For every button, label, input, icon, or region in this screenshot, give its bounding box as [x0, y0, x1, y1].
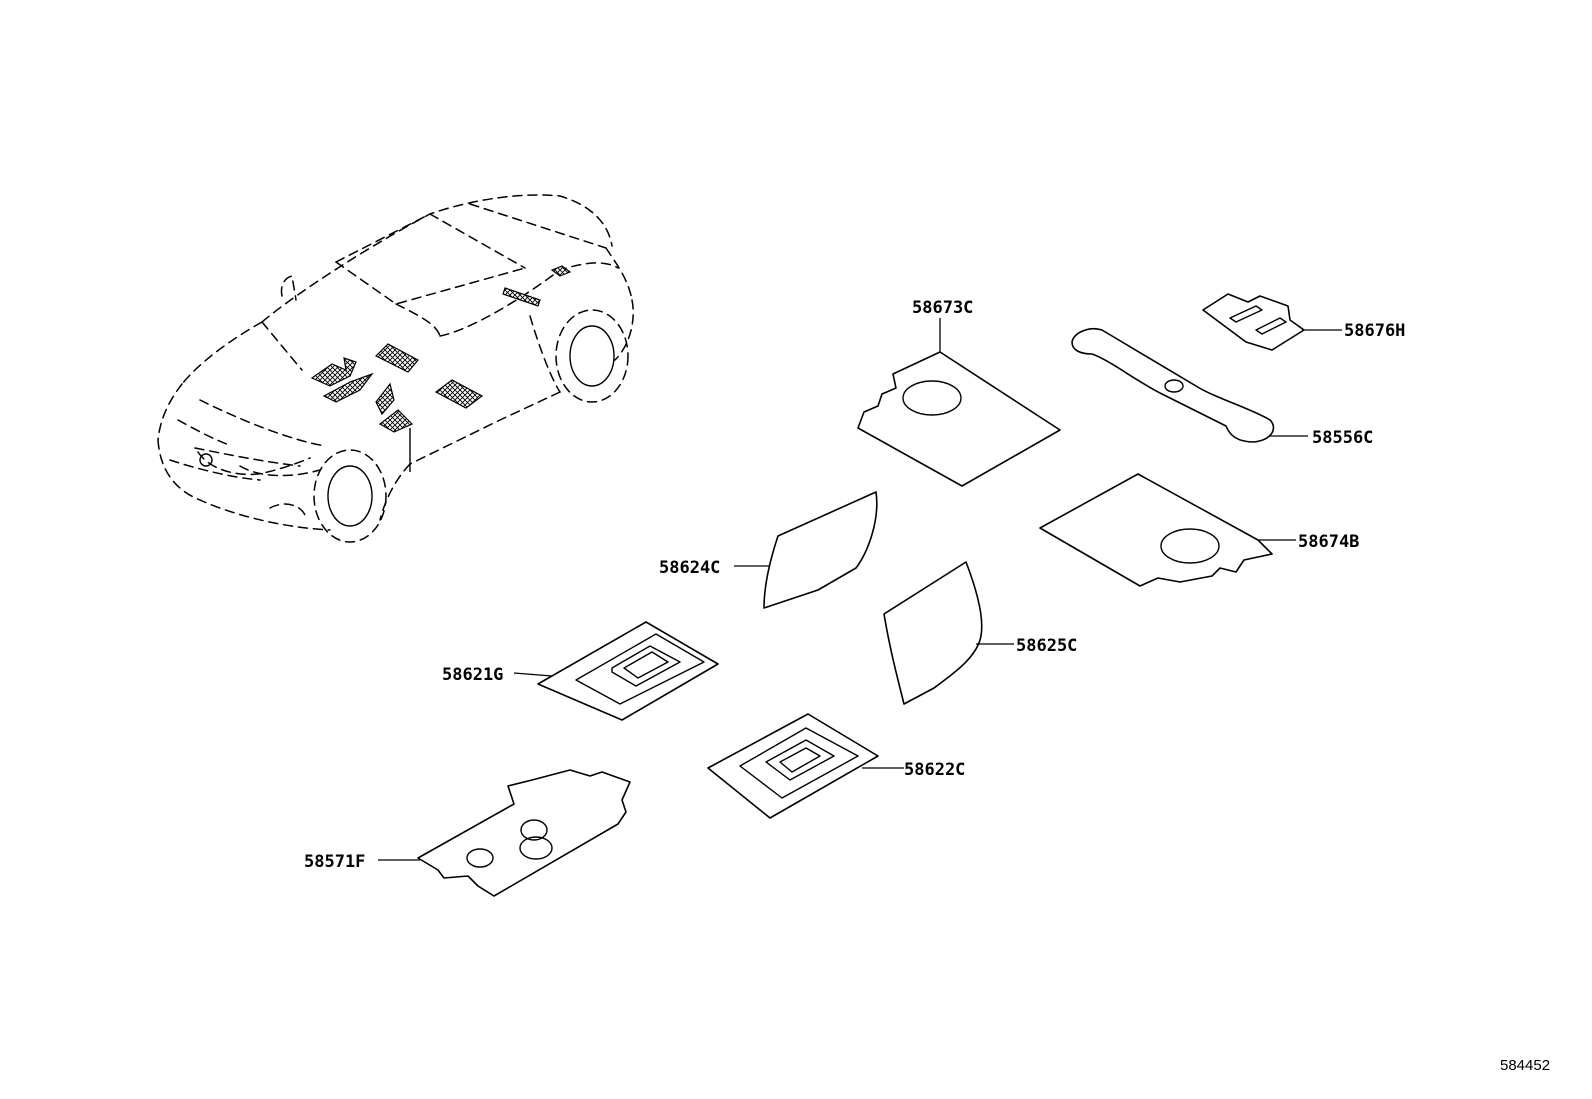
part-58676H[interactable]: 58676H	[1202, 293, 1405, 351]
part-58624C[interactable]: 58624C	[659, 491, 878, 609]
part-58571F[interactable]: 58571F	[304, 769, 631, 897]
label-58674B: 58674B	[1298, 532, 1359, 552]
car-illustration	[157, 194, 634, 543]
label-58673C: 58673C	[912, 298, 973, 318]
part-58556C[interactable]: 58556C	[1071, 327, 1373, 448]
part-58673C[interactable]: 58673C	[857, 298, 1061, 487]
part-58674B[interactable]: 58674B	[1039, 473, 1359, 587]
label-58621G: 58621G	[442, 665, 503, 685]
label-58676H: 58676H	[1344, 321, 1405, 341]
label-58624C: 58624C	[659, 558, 720, 578]
part-58625C[interactable]: 58625C	[883, 561, 1077, 705]
label-58622C: 58622C	[904, 760, 965, 780]
label-58625C: 58625C	[1016, 636, 1077, 656]
label-58571F: 58571F	[304, 852, 365, 872]
reference-number: 584452	[1500, 1057, 1550, 1074]
label-58556C: 58556C	[1312, 428, 1373, 448]
part-58621G[interactable]: 58621G	[442, 621, 719, 721]
part-58622C[interactable]: 58622C	[707, 713, 965, 819]
